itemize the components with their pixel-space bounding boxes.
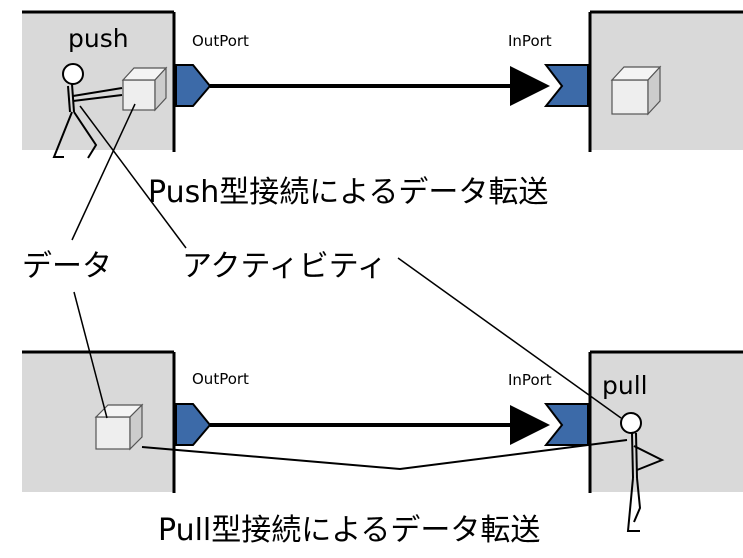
- push-outport: [175, 64, 212, 107]
- pull-section: pull OutPort InPort Pull型接続によるデータ転送: [22, 350, 743, 548]
- activity-leader-line-top: [79, 105, 187, 249]
- pull-outport-label: OutPort: [192, 370, 249, 388]
- push-inport-label: InPort: [508, 32, 552, 50]
- pull-actor-icon: [620, 412, 665, 532]
- pull-inport: [543, 403, 589, 446]
- push-inport: [543, 64, 589, 107]
- pull-inport-label: InPort: [508, 371, 552, 389]
- push-section: push OutPort InPort Push型接続によるデータ転送: [22, 10, 743, 210]
- pull-data-cube-icon: [94, 403, 144, 451]
- data-leader-line-top: [71, 103, 136, 241]
- data-annotation-label: データ: [22, 249, 112, 284]
- push-data-cube-icon: [121, 66, 168, 112]
- pull-rope: [141, 439, 628, 471]
- pull-outport: [175, 403, 212, 446]
- pull-caption: Pull型接続によるデータ転送: [158, 513, 540, 548]
- pull-target-component: [588, 350, 743, 493]
- annotations: データ アクティビティ: [22, 103, 622, 419]
- pull-actor-label: pull: [602, 371, 648, 400]
- push-received-cube-icon: [610, 65, 662, 116]
- push-outport-label: OutPort: [192, 32, 249, 50]
- data-leader-line-bottom: [73, 291, 108, 419]
- push-actor-icon: [52, 63, 123, 159]
- activity-annotation-label: アクティビティ: [182, 249, 387, 284]
- push-actor-label: push: [68, 24, 129, 53]
- push-caption: Push型接続によるデータ転送: [148, 175, 548, 210]
- activity-leader-line-bottom: [397, 257, 622, 419]
